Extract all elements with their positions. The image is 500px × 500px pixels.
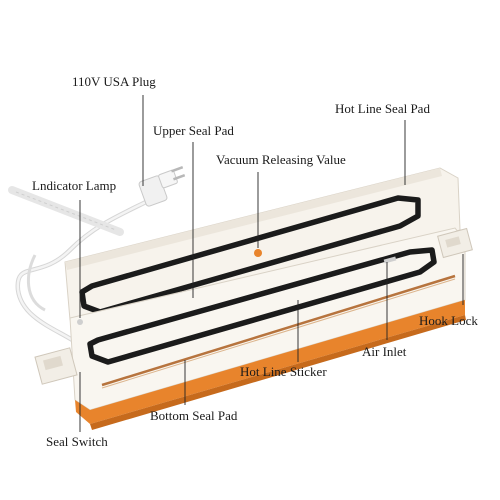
label-hot-line-seal-pad: Hot Line Seal Pad [335,101,430,116]
indicator-lamp [77,319,83,325]
hot-line-strip [101,274,456,389]
label-plug: 110V USA Plug [72,74,156,89]
seal-switch-left [34,347,78,385]
label-vacuum-releasing-value: Vacuum Releasing Value [216,152,346,167]
label-hot-line-sticker: Hot Line Sticker [240,364,327,379]
label-indicator-lamp: Lndicator Lamp [32,178,116,193]
bottom-seal-pad-gasket [87,247,437,365]
hook-lock-right [437,227,473,259]
label-hook-lock: Hook Lock [419,313,478,328]
velcro-cable-tie [8,186,124,236]
label-air-inlet: Air Inlet [362,344,407,359]
usa-plug [138,166,186,207]
upper-seal-pad-gasket [79,195,421,315]
air-inlet-slot [383,256,397,264]
label-bottom-seal-pad: Bottom Seal Pad [150,408,238,423]
label-seal-switch: Seal Switch [46,434,108,449]
label-upper-seal-pad: Upper Seal Pad [153,123,234,138]
power-cable [15,197,152,347]
vacuum-release-valve [254,249,262,257]
